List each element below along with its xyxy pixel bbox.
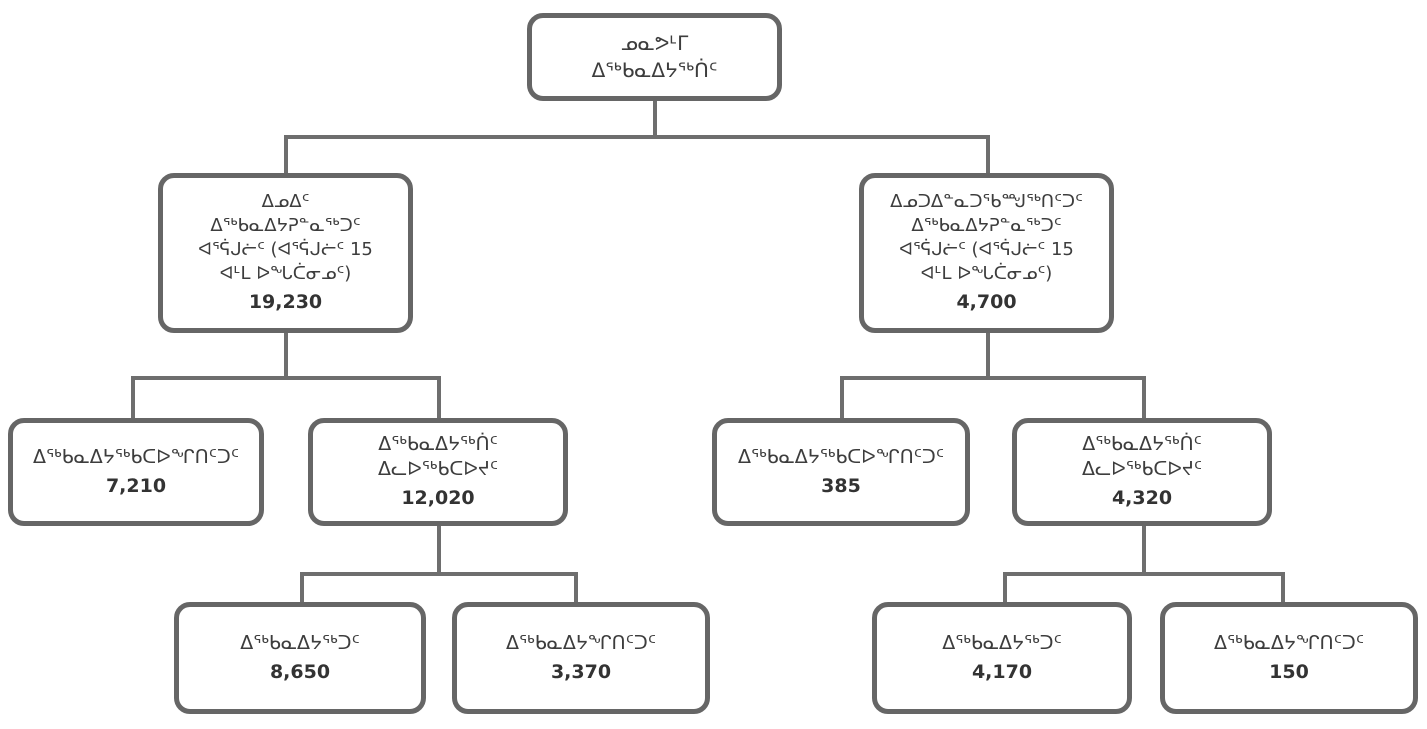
- node-line: ᐃᓄᐃᑦ: [261, 191, 310, 212]
- connector-right-sub-to-child1: [1003, 572, 1007, 604]
- node-nunavut-workers[interactable]: ᓄᓇᕗᒻᒥ ᐃᖅᑲᓇᐃᔭᖅᑏᑦ: [527, 13, 782, 101]
- node-value: 150: [1269, 660, 1309, 683]
- node-inuit-unemployed[interactable]: ᐃᖅᑲᓇᐃᔭᖏᑎᑦᑐᑦ 3,370: [452, 602, 710, 714]
- connector-left-sub-stem: [437, 524, 441, 574]
- connector-left-branch-to-child2: [437, 376, 441, 420]
- node-line: ᐃᖅᑲᓇᐃᔭᖅᑏᑦ: [591, 58, 718, 82]
- connector-root-stem: [653, 99, 657, 137]
- node-inuit-not-in-labour-force[interactable]: ᐃᖅᑲᓇᐃᔭᖅᑲᑕᐅᖏᑎᑦᑐᑦ 7,210: [8, 418, 264, 526]
- node-non-inuit-in-labour-force[interactable]: ᐃᖅᑲᓇᐃᔭᖅᑏᑦ ᐃᓚᐅᖅᑲᑕᐅᔪᑦ 4,320: [1012, 418, 1272, 526]
- connector-left-sub-bar: [300, 572, 578, 576]
- connector-right-sub-stem: [1142, 524, 1146, 574]
- node-inuit-labour-force[interactable]: ᐃᓄᐃᑦ ᐃᖅᑲᓇᐃᔭᕈᓐᓇᖅᑐᑦ ᐊᕐᕌᒍᓖᑦ (ᐊᕐᕌᒍᓖᑦ 15 ᐊᒻᒪ …: [158, 173, 413, 333]
- node-line: ᐃᖅᑲᓇᐃᔭᖏᑎᑦᑐᑦ: [1214, 631, 1364, 654]
- connector-right-branch-to-child1: [840, 376, 844, 420]
- node-line: ᓄᓇᕗᒻᒥ: [620, 31, 689, 55]
- connector-left-sub-to-child1: [300, 572, 304, 604]
- connector-left-branch-bar: [131, 376, 441, 380]
- connector-root-to-left: [284, 135, 288, 175]
- node-inuit-employed[interactable]: ᐃᖅᑲᓇᐃᔭᖅᑐᑦ 8,650: [174, 602, 426, 714]
- node-value: 385: [821, 474, 861, 497]
- connector-right-branch-to-child2: [1142, 376, 1146, 420]
- connector-right-branch-stem: [986, 331, 990, 378]
- node-line: ᐃᖅᑲᓇᐃᔭᖅᑐᑦ: [942, 631, 1062, 654]
- node-value: 4,170: [971, 660, 1033, 683]
- node-line: ᐊᒻᒪ ᐅᖓᑖᓂᓄᑦ): [219, 263, 352, 284]
- node-line: ᐊᒻᒪ ᐅᖓᑖᓂᓄᑦ): [920, 263, 1053, 284]
- connector-root-bar: [286, 135, 988, 139]
- node-value: 3,370: [550, 660, 612, 683]
- connector-root-to-right: [986, 135, 990, 175]
- node-line: ᐃᖅᑲᓇᐃᔭᖏᑎᑦᑐᑦ: [506, 631, 656, 654]
- node-non-inuit-not-in-labour-force[interactable]: ᐃᖅᑲᓇᐃᔭᖅᑲᑕᐅᖏᑎᑦᑐᑦ 385: [712, 418, 970, 526]
- connector-left-sub-to-child2: [574, 572, 578, 604]
- node-line: ᐃᖅᑲᓇᐃᔭᕈᓐᓇᖅᑐᑦ: [210, 215, 361, 236]
- node-line: ᐃᖅᑲᓇᐃᔭᖅᑏᑦ: [1082, 433, 1202, 455]
- node-line: ᐃᓚᐅᖅᑲᑕᐅᔪᑦ: [1081, 458, 1203, 480]
- node-value: 4,700: [956, 291, 1017, 313]
- connector-right-branch-bar: [840, 376, 1146, 380]
- node-line: ᐊᕐᕌᒍᓖᑦ (ᐊᕐᕌᒍᓖᑦ 15: [899, 239, 1074, 260]
- node-value: 19,230: [248, 291, 323, 313]
- node-non-inuit-unemployed[interactable]: ᐃᖅᑲᓇᐃᔭᖏᑎᑦᑐᑦ 150: [1160, 602, 1418, 714]
- connector-left-branch-to-child1: [131, 376, 135, 420]
- node-line: ᐃᖅᑲᓇᐃᔭᖅᑲᑕᐅᖏᑎᑦᑐᑦ: [32, 445, 239, 468]
- node-non-inuit-labour-force[interactable]: ᐃᓄᑐᐃᓐᓇᑐᖃᙳᖅᑎᑦᑐᑦ ᐃᖅᑲᓇᐃᔭᕈᓐᓇᖅᑐᑦ ᐊᕐᕌᒍᓖᑦ (ᐊᕐᕌᒍ…: [859, 173, 1114, 333]
- node-value: 8,650: [269, 660, 331, 683]
- connector-right-sub-bar: [1003, 572, 1285, 576]
- node-non-inuit-employed[interactable]: ᐃᖅᑲᓇᐃᔭᖅᑐᑦ 4,170: [872, 602, 1132, 714]
- node-line: ᐊᕐᕌᒍᓖᑦ (ᐊᕐᕌᒍᓖᑦ 15: [198, 239, 373, 260]
- node-value: 4,320: [1111, 487, 1173, 509]
- node-line: ᐃᓚᐅᖅᑲᑕᐅᔪᑦ: [377, 458, 499, 480]
- connector-right-sub-to-child2: [1281, 572, 1285, 604]
- node-inuit-in-labour-force[interactable]: ᐃᖅᑲᓇᐃᔭᖅᑏᑦ ᐃᓚᐅᖅᑲᑕᐅᔪᑦ 12,020: [308, 418, 568, 526]
- node-line: ᐃᖅᑲᓇᐃᔭᖅᑏᑦ: [378, 433, 498, 455]
- node-value: 12,020: [401, 487, 475, 509]
- node-line: ᐃᖅᑲᓇᐃᔭᖅᑲᑕᐅᖏᑎᑦᑐᑦ: [737, 445, 944, 468]
- node-value: 7,210: [105, 474, 167, 497]
- node-line: ᐃᓄᑐᐃᓐᓇᑐᖃᙳᖅᑎᑦᑐᑦ: [890, 191, 1083, 212]
- node-line: ᐃᖅᑲᓇᐃᔭᕈᓐᓇᖅᑐᑦ: [911, 215, 1062, 236]
- connector-left-branch-stem: [284, 331, 288, 378]
- node-line: ᐃᖅᑲᓇᐃᔭᖅᑐᑦ: [240, 631, 360, 654]
